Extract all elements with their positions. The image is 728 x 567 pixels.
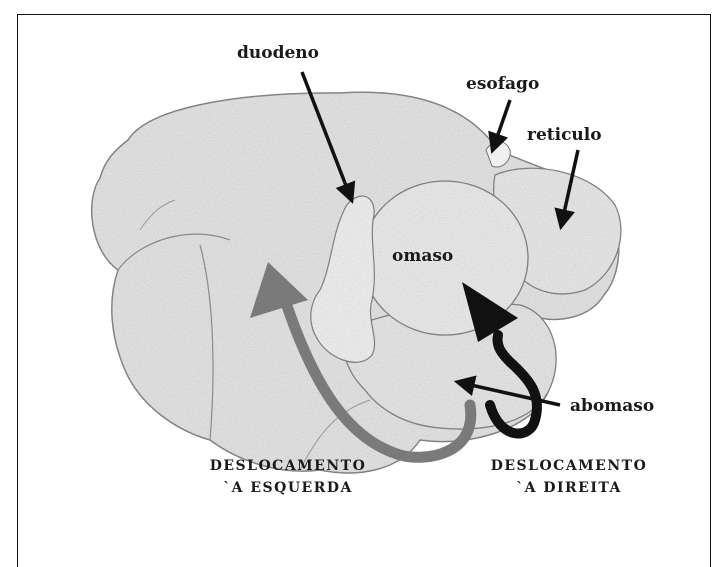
- esofago-pointer-arrow: [494, 100, 510, 146]
- duodeno-label: duodeno: [237, 45, 319, 62]
- abomaso-label: abomaso: [570, 398, 654, 415]
- right-displacement-caption: DESLOCAMENTO `A DIREITA: [484, 455, 654, 499]
- omaso-label: omaso: [392, 248, 453, 265]
- esofago-label: esofago: [466, 76, 539, 93]
- left-caption-line-2: `A ESQUERDA: [203, 477, 373, 499]
- reticulo-label: reticulo: [527, 127, 602, 144]
- right-caption-line-2: `A DIREITA: [484, 477, 654, 499]
- left-caption-line-1: DESLOCAMENTO: [203, 455, 373, 477]
- right-caption-line-1: DESLOCAMENTO: [484, 455, 654, 477]
- left-displacement-caption: DESLOCAMENTO `A ESQUERDA: [203, 455, 373, 499]
